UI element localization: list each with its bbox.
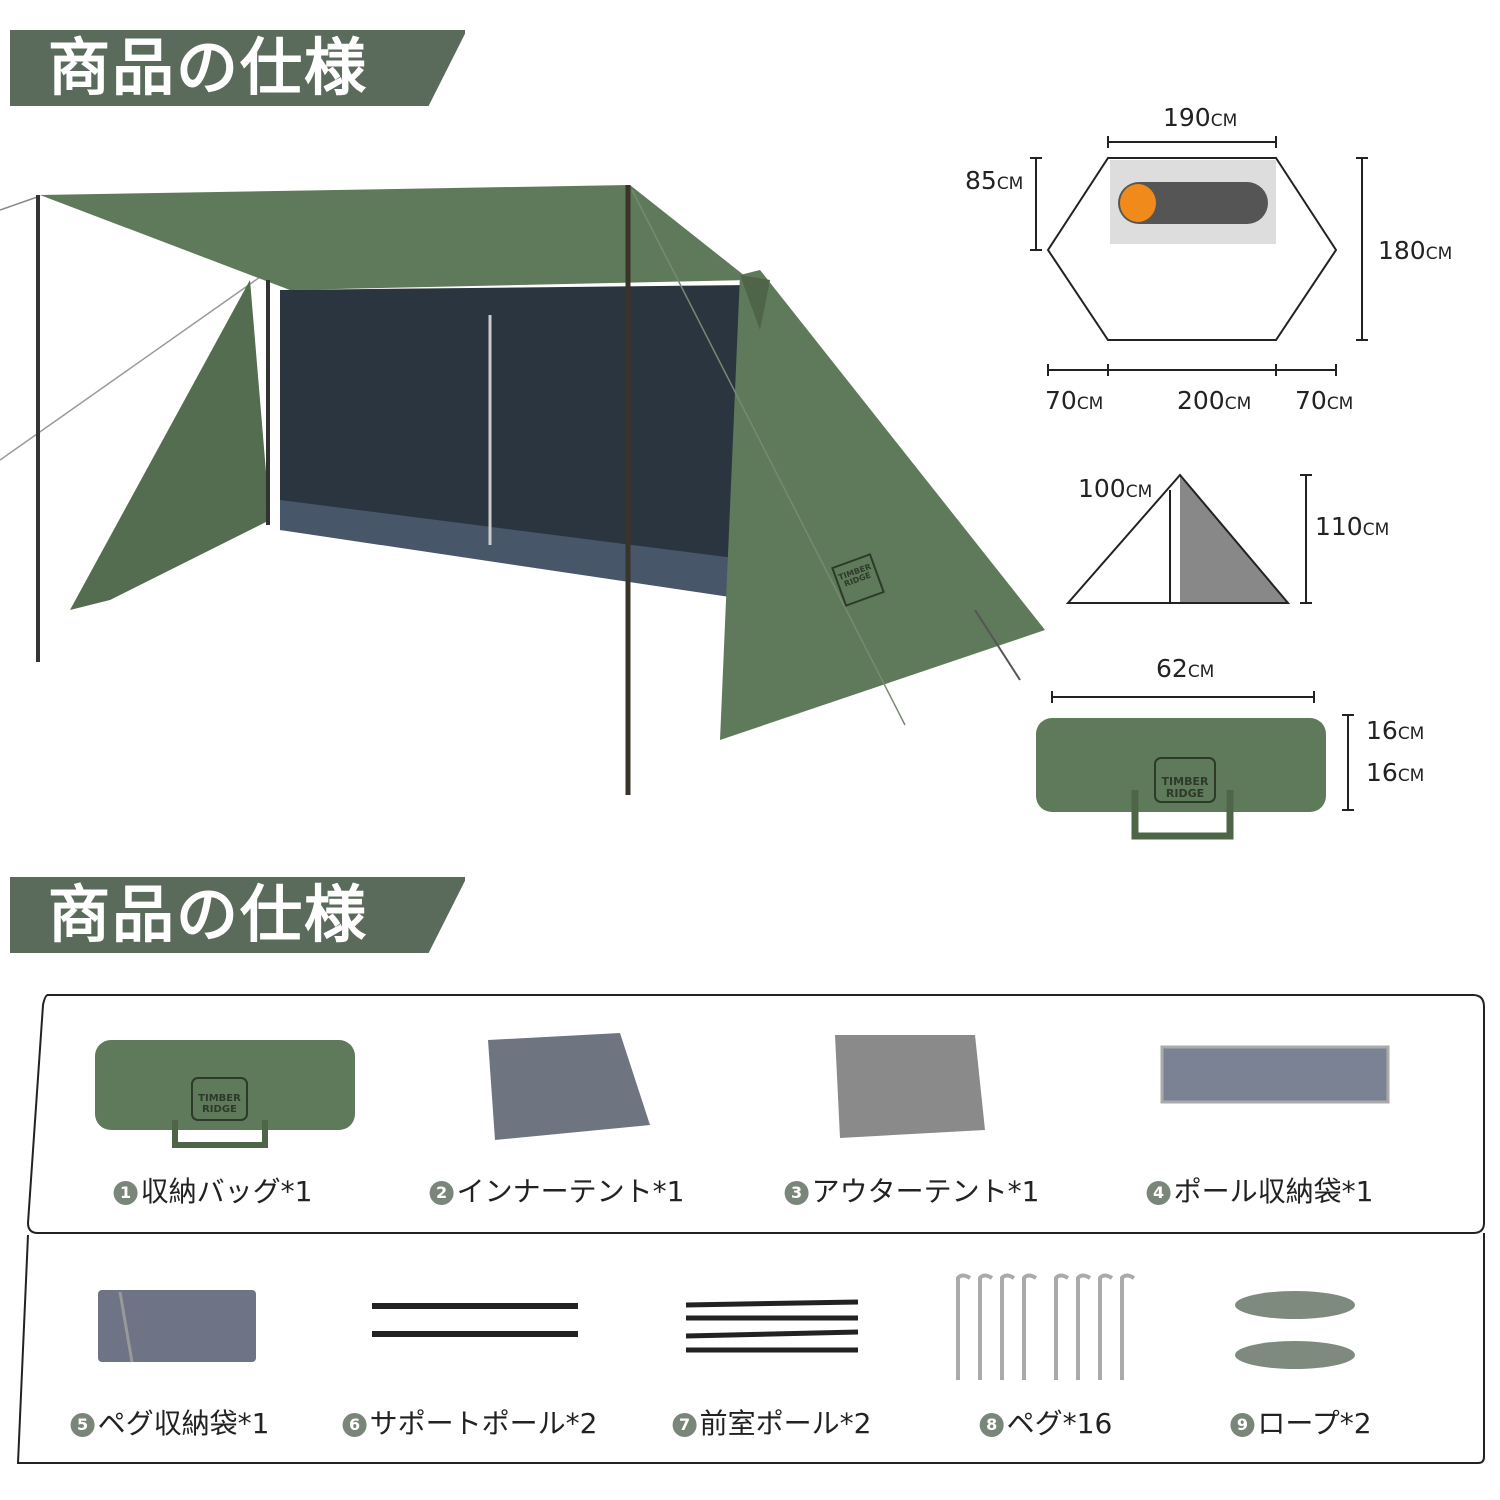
side-view-diagram (1065, 473, 1312, 604)
section-title: 商品の仕様 (48, 31, 369, 104)
item-number-badge: 7 (672, 1413, 697, 1437)
dim-height: 110CM (1315, 512, 1390, 541)
item-number-badge: 9 (1230, 1413, 1255, 1437)
item-name: 前室ポール*2 (699, 1407, 872, 1440)
item-name: ペグ*16 (1006, 1407, 1113, 1440)
rope-icon (1235, 1291, 1355, 1369)
dim-bag-length: 62CM (1156, 654, 1215, 683)
item-name: アウターテント*1 (811, 1175, 1040, 1208)
peg (1000, 1273, 1016, 1380)
dim-floor-depth: 180CM (1378, 236, 1453, 265)
pole-bag-icon (1160, 1045, 1390, 1104)
storage-bag-icon (95, 1040, 355, 1148)
item-name: 収納バッグ*1 (140, 1175, 313, 1208)
item-name: サポートポール*2 (369, 1407, 598, 1440)
peg (1076, 1273, 1092, 1380)
item-number-badge: 3 (784, 1181, 809, 1205)
brand-logo (831, 553, 885, 607)
peg (1120, 1273, 1136, 1380)
item-name: ロープ*2 (1257, 1407, 1372, 1440)
item-number-badge: 4 (1146, 1181, 1171, 1205)
outer-tent-icon (835, 1035, 985, 1138)
peg (1022, 1273, 1038, 1380)
peg (1098, 1273, 1114, 1380)
peg (1054, 1273, 1070, 1380)
item-name: インナーテント*1 (456, 1175, 685, 1208)
vestibule-pole-icon (685, 1299, 859, 1353)
dim-center: 200CM (1177, 386, 1252, 415)
dim-left-vestibule: 70CM (1045, 386, 1104, 415)
peg-icon (956, 1273, 1136, 1380)
peg-bag-icon (98, 1290, 256, 1363)
peg (978, 1273, 994, 1380)
item-name: ペグ収納袋*1 (97, 1407, 270, 1440)
item-number-badge: 6 (342, 1413, 367, 1437)
dim-sleep-depth: 85CM (965, 166, 1024, 195)
contents-frame (16, 994, 1485, 1464)
section-title: 商品の仕様 (48, 878, 369, 951)
item-name: ポール収納袋*1 (1173, 1175, 1374, 1208)
section-header-top: 商品の仕様 (10, 30, 465, 106)
dim-bag-width: 16CM (1366, 758, 1425, 787)
item-number-badge: 8 (979, 1413, 1004, 1437)
dim-right-vestibule: 70CM (1295, 386, 1354, 415)
section-header-bottom: 商品の仕様 (10, 877, 465, 953)
brand-logo-text-bag: TIMBER RIDGE (1161, 776, 1209, 800)
item-number-badge: 5 (70, 1413, 95, 1437)
dim-floor-width: 190CM (1163, 103, 1238, 132)
dim-side-base: 100CM (1078, 474, 1153, 503)
inner-tent-icon (488, 1033, 650, 1140)
storage-bag-image (1036, 691, 1354, 840)
support-pole-icon (372, 1303, 578, 1337)
brand-logo-text-item-bag: TIMBER RIDGE (198, 1094, 241, 1115)
item-number-badge: 2 (429, 1181, 454, 1205)
floor-plan-diagram (1030, 136, 1368, 376)
peg (956, 1273, 972, 1380)
item-number-badge: 1 (113, 1181, 138, 1205)
tent-image (0, 185, 1045, 795)
dim-bag-height: 16CM (1366, 716, 1425, 745)
